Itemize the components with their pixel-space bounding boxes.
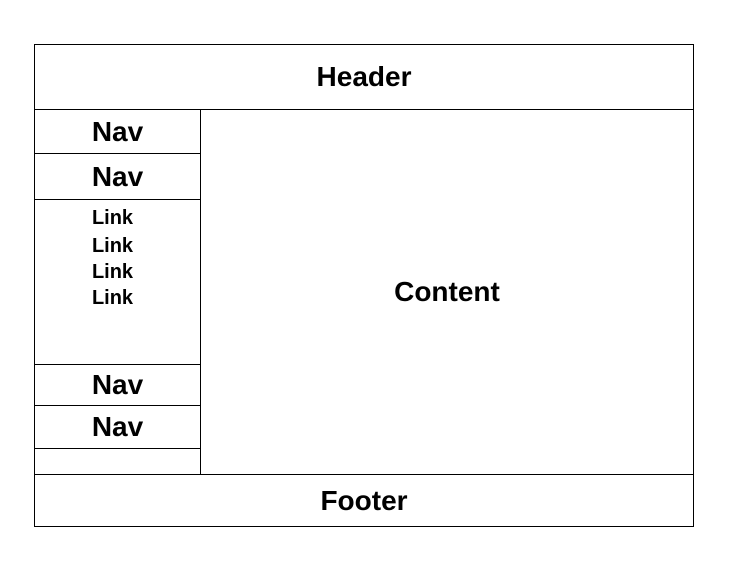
nav-item-2[interactable]: Nav	[35, 154, 200, 200]
nav-item-1[interactable]: Nav	[35, 110, 200, 154]
content-label: Content	[394, 276, 500, 307]
header-region: Header	[35, 45, 693, 110]
sidebar-empty-cell	[35, 449, 200, 474]
nav-label: Nav	[91, 160, 144, 192]
link-list: Link Link Link Link	[35, 200, 200, 365]
nav-label: Nav	[91, 369, 144, 400]
header-label: Header	[316, 61, 412, 92]
layout-frame: Header Nav Nav Link Link Link Link Nav N…	[34, 44, 694, 527]
nav-item-4[interactable]: Nav	[35, 406, 200, 449]
nav-item-3[interactable]: Nav	[35, 365, 200, 406]
footer-region: Footer	[35, 474, 693, 526]
sidebar: Nav Nav Link Link Link Link Nav Nav	[35, 110, 201, 474]
link-item-2[interactable]: Link	[91, 235, 134, 257]
content-region: Content	[201, 110, 693, 474]
nav-label: Nav	[91, 411, 144, 442]
footer-label: Footer	[320, 484, 408, 516]
link-item-3[interactable]: Link	[91, 261, 134, 283]
nav-label: Nav	[91, 115, 144, 147]
link-item-4[interactable]: Link	[91, 287, 134, 309]
link-item-1[interactable]: Link	[91, 207, 134, 229]
